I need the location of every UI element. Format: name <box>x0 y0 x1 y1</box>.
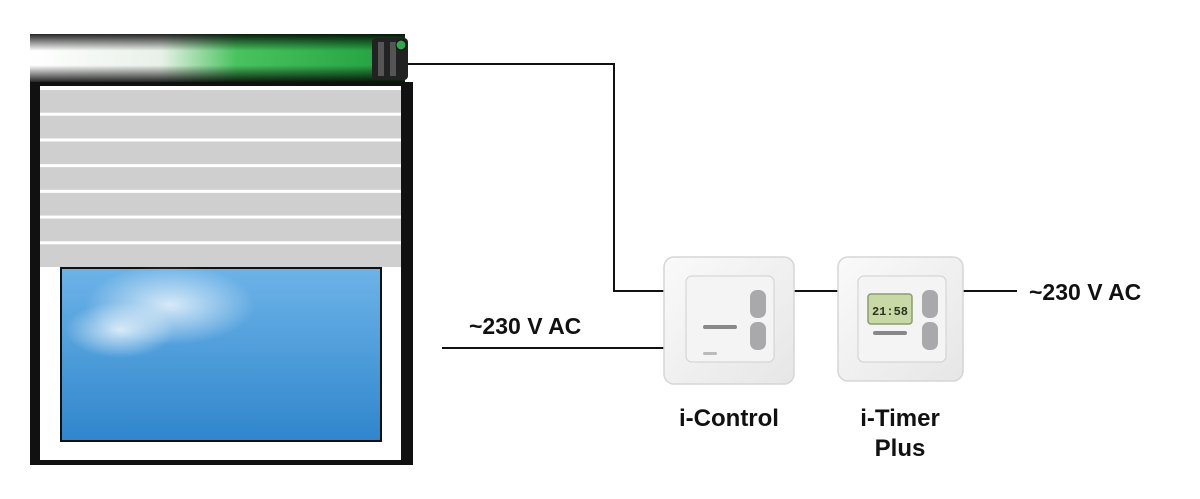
i-timer-plus-device: 21:58 <box>837 256 964 382</box>
i-control-device <box>663 256 795 385</box>
down-button[interactable] <box>922 322 938 350</box>
brand-logo <box>873 331 907 335</box>
down-button[interactable] <box>750 322 766 350</box>
shutter-slat <box>40 167 401 190</box>
i-timer-label-line2: Plus <box>874 435 926 462</box>
brand-logo <box>703 325 737 329</box>
i-timer-plus-label: i-Timer Plus <box>820 404 980 464</box>
up-button[interactable] <box>750 290 766 318</box>
shutter-slat <box>40 141 401 165</box>
shutter-slat <box>40 244 401 267</box>
shutter-slat <box>40 218 401 242</box>
brand-logo <box>703 352 717 355</box>
shutter-slats <box>40 90 401 267</box>
shutter-slat <box>40 115 401 139</box>
shutter-motor-tube <box>30 34 408 82</box>
wire-motor-to-i-control <box>408 63 666 292</box>
supply-label-right: ~230 V AC <box>1029 279 1142 305</box>
timer-display-text: 21:58 <box>872 305 908 319</box>
window <box>30 82 413 465</box>
shutter-slat <box>40 192 401 216</box>
i-control-label: i-Control <box>679 405 779 432</box>
up-button[interactable] <box>922 290 938 318</box>
timer-lcd <box>867 293 913 325</box>
i-timer-label-line1: i-Timer <box>860 405 940 432</box>
shutter-slat <box>40 90 401 113</box>
motor-connector-icon <box>395 39 407 51</box>
wiring <box>408 63 1017 349</box>
supply-label-left: ~230 V AC <box>469 313 582 339</box>
cloud <box>65 302 175 358</box>
